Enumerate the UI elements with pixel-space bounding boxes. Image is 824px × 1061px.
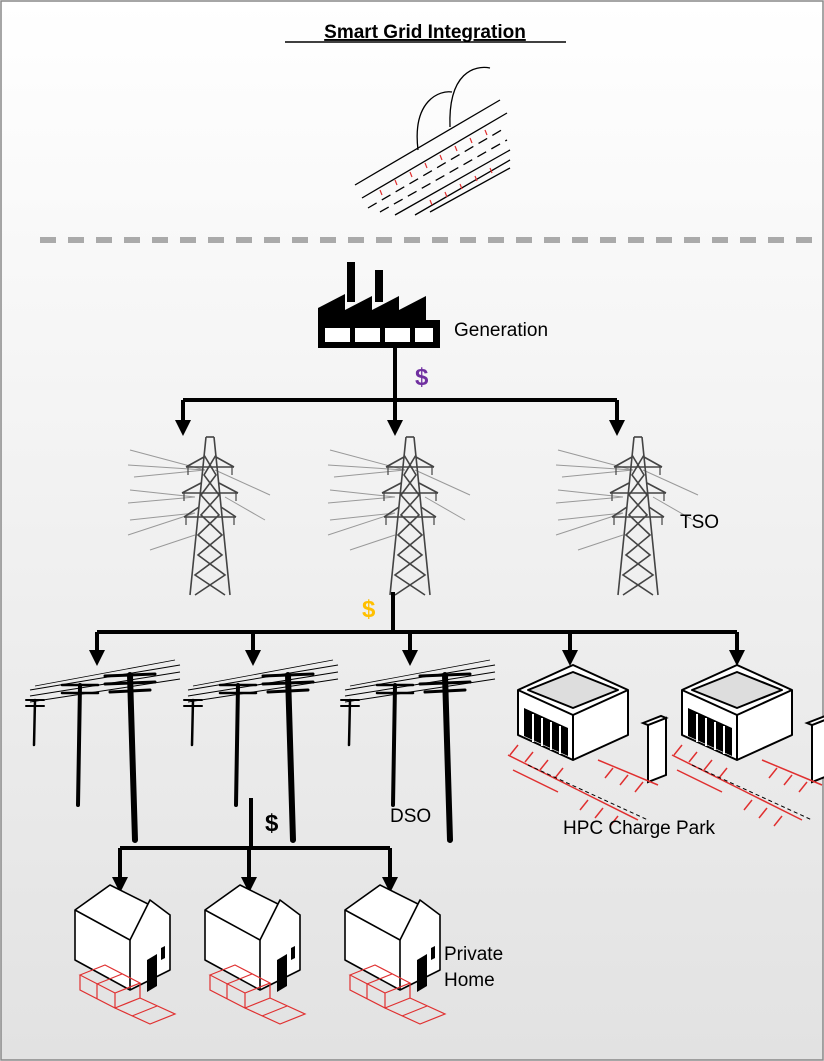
overhead-catenary-road-icon xyxy=(354,66,511,216)
home-label-line1: Private xyxy=(444,944,503,965)
tso-to-dso-lines xyxy=(89,592,745,666)
generation-label: Generation xyxy=(454,320,548,341)
generation-to-tso-lines xyxy=(175,348,625,436)
home-label-line2: Home xyxy=(444,970,495,991)
dso-label: DSO xyxy=(390,806,431,827)
money-icon-generation: $ xyxy=(415,364,429,391)
dso-to-home-lines xyxy=(112,798,398,893)
factory-icon xyxy=(318,262,440,348)
money-icon-dso: $ xyxy=(265,810,279,837)
tso-label: TSO xyxy=(680,512,719,533)
money-icon-tso: $ xyxy=(362,596,376,623)
hpc-label: HPC Charge Park xyxy=(563,818,716,839)
diagram-title: Smart Grid Integration xyxy=(324,22,526,43)
